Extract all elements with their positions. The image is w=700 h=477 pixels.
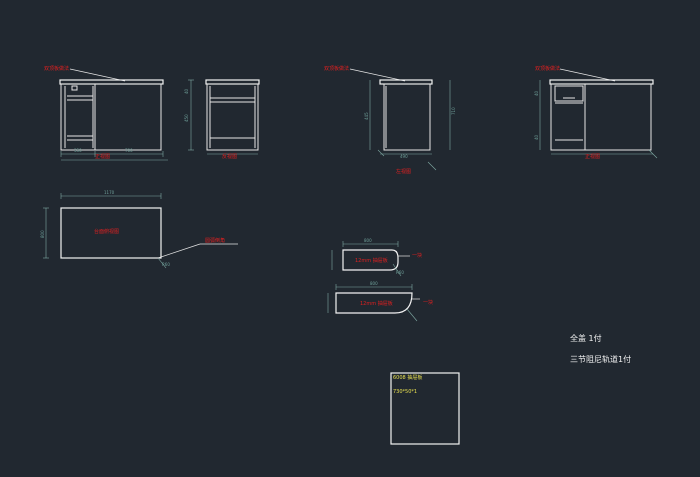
dim-d3: 490 bbox=[400, 154, 408, 159]
dim-d11: 450 bbox=[184, 114, 189, 122]
edge-note: 圆弧倒角 bbox=[205, 237, 225, 244]
dim-d14: 40 bbox=[534, 90, 539, 96]
dim-d4: 800 bbox=[364, 238, 372, 243]
label-front-view-4: 正视图 bbox=[585, 153, 600, 160]
dim-d10: 710 bbox=[451, 107, 456, 115]
dim-d8: 350 bbox=[74, 148, 82, 153]
front-view-1: 双顶板做法 350 700 正视图 bbox=[44, 65, 168, 161]
drawer-board-1: 800 12mm 抽屉板 一块 R60 bbox=[331, 238, 422, 277]
drawer-label-1: 12mm 抽屉板 bbox=[355, 257, 388, 264]
detail-size: 730*50*1 bbox=[393, 389, 417, 395]
hardware-note-2: 三节阻尼轨道1付 bbox=[570, 354, 631, 364]
top-note-3: 双顶板做法 bbox=[535, 65, 560, 72]
dim-d6: R60 bbox=[162, 262, 170, 267]
label-top-panel: 台面俯视图 bbox=[94, 228, 119, 235]
qty-label-1: 一块 bbox=[412, 252, 422, 259]
label-front-view-1: 正视图 bbox=[95, 153, 110, 160]
dim-d7: R60 bbox=[396, 270, 404, 275]
rear-view: 40 450 反视图 bbox=[184, 79, 260, 160]
front-view-2: 双顶板做法 40 40 正视图 bbox=[534, 65, 658, 160]
side-view: 双顶板做法 445 710 490 左视图 bbox=[324, 65, 456, 175]
dim-d12: 445 bbox=[364, 112, 369, 120]
top-note-2: 双顶板做法 bbox=[324, 65, 349, 72]
dim-d1: 1170 bbox=[104, 190, 115, 195]
dim-d15: 40 bbox=[534, 134, 539, 140]
label-front-view-2: 反视图 bbox=[222, 153, 237, 160]
dim-d9: 700 bbox=[125, 148, 133, 153]
top-note-1: 双顶板做法 bbox=[44, 65, 69, 72]
drawer-board-2: 800 12mm 抽屉板 一块 bbox=[327, 281, 433, 322]
qty-label-2: 一块 bbox=[423, 299, 433, 306]
detail-code: 6008 抽屉板 bbox=[393, 374, 422, 381]
drawer-label-2: 12mm 抽屉板 bbox=[360, 300, 393, 307]
dim-d5: 800 bbox=[370, 281, 378, 286]
label-side-view: 左视图 bbox=[396, 168, 411, 175]
top-panel-plan: 1170 800 台面俯视图 圆弧倒角 R60 bbox=[40, 190, 238, 269]
dim-d13: 40 bbox=[184, 88, 189, 94]
hardware-note-1: 全盖 1付 bbox=[570, 333, 602, 343]
detail-box: 6008 抽屉板 730*50*1 bbox=[390, 372, 460, 445]
dim-d2: 800 bbox=[40, 230, 45, 238]
